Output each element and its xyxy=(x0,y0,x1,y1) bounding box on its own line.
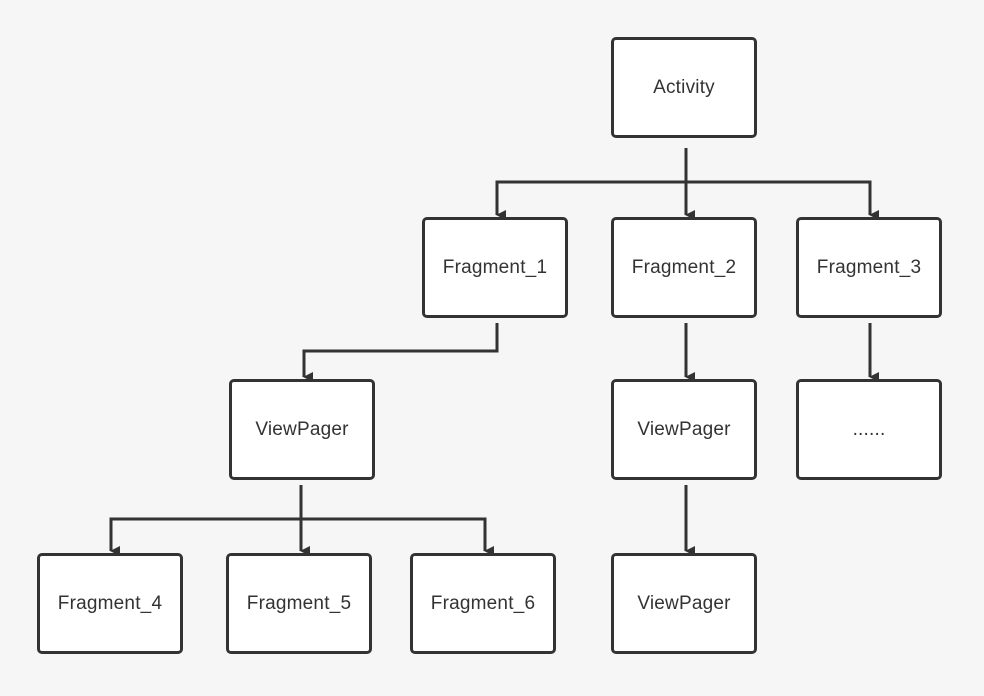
edge-activity-fragment-1 xyxy=(495,148,688,220)
node-label: ...... xyxy=(852,418,886,440)
node-label: Fragment_6 xyxy=(430,592,536,614)
node-label: Fragment_4 xyxy=(57,592,163,614)
node-activity: Activity xyxy=(611,37,757,138)
edge-viewpager-fragment-6 xyxy=(301,517,494,556)
node-viewpager-bottom: ViewPager xyxy=(611,553,757,654)
node-fragment-2: Fragment_2 xyxy=(611,217,757,318)
node-label: Fragment_3 xyxy=(816,256,922,278)
node-fragment-1: Fragment_1 xyxy=(422,217,568,318)
node-viewpager-mid: ViewPager xyxy=(611,379,757,480)
node-label: Fragment_2 xyxy=(631,256,737,278)
node-viewpager-left: ViewPager xyxy=(229,379,375,480)
edge-activity-fragment-3 xyxy=(686,180,879,220)
node-ellipsis: ...... xyxy=(796,379,942,480)
node-fragment-5: Fragment_5 xyxy=(226,553,372,654)
edge-viewpager-fragment-4 xyxy=(109,485,303,556)
node-label: ViewPager xyxy=(255,418,349,440)
node-label: Fragment_1 xyxy=(442,256,548,278)
node-label: ViewPager xyxy=(637,592,731,614)
node-label: Fragment_5 xyxy=(246,592,352,614)
node-label: ViewPager xyxy=(637,418,731,440)
node-label: Activity xyxy=(653,76,715,98)
node-fragment-4: Fragment_4 xyxy=(37,553,183,654)
edge-fragment-1-viewpager xyxy=(302,323,499,382)
node-fragment-6: Fragment_6 xyxy=(410,553,556,654)
node-fragment-3: Fragment_3 xyxy=(796,217,942,318)
